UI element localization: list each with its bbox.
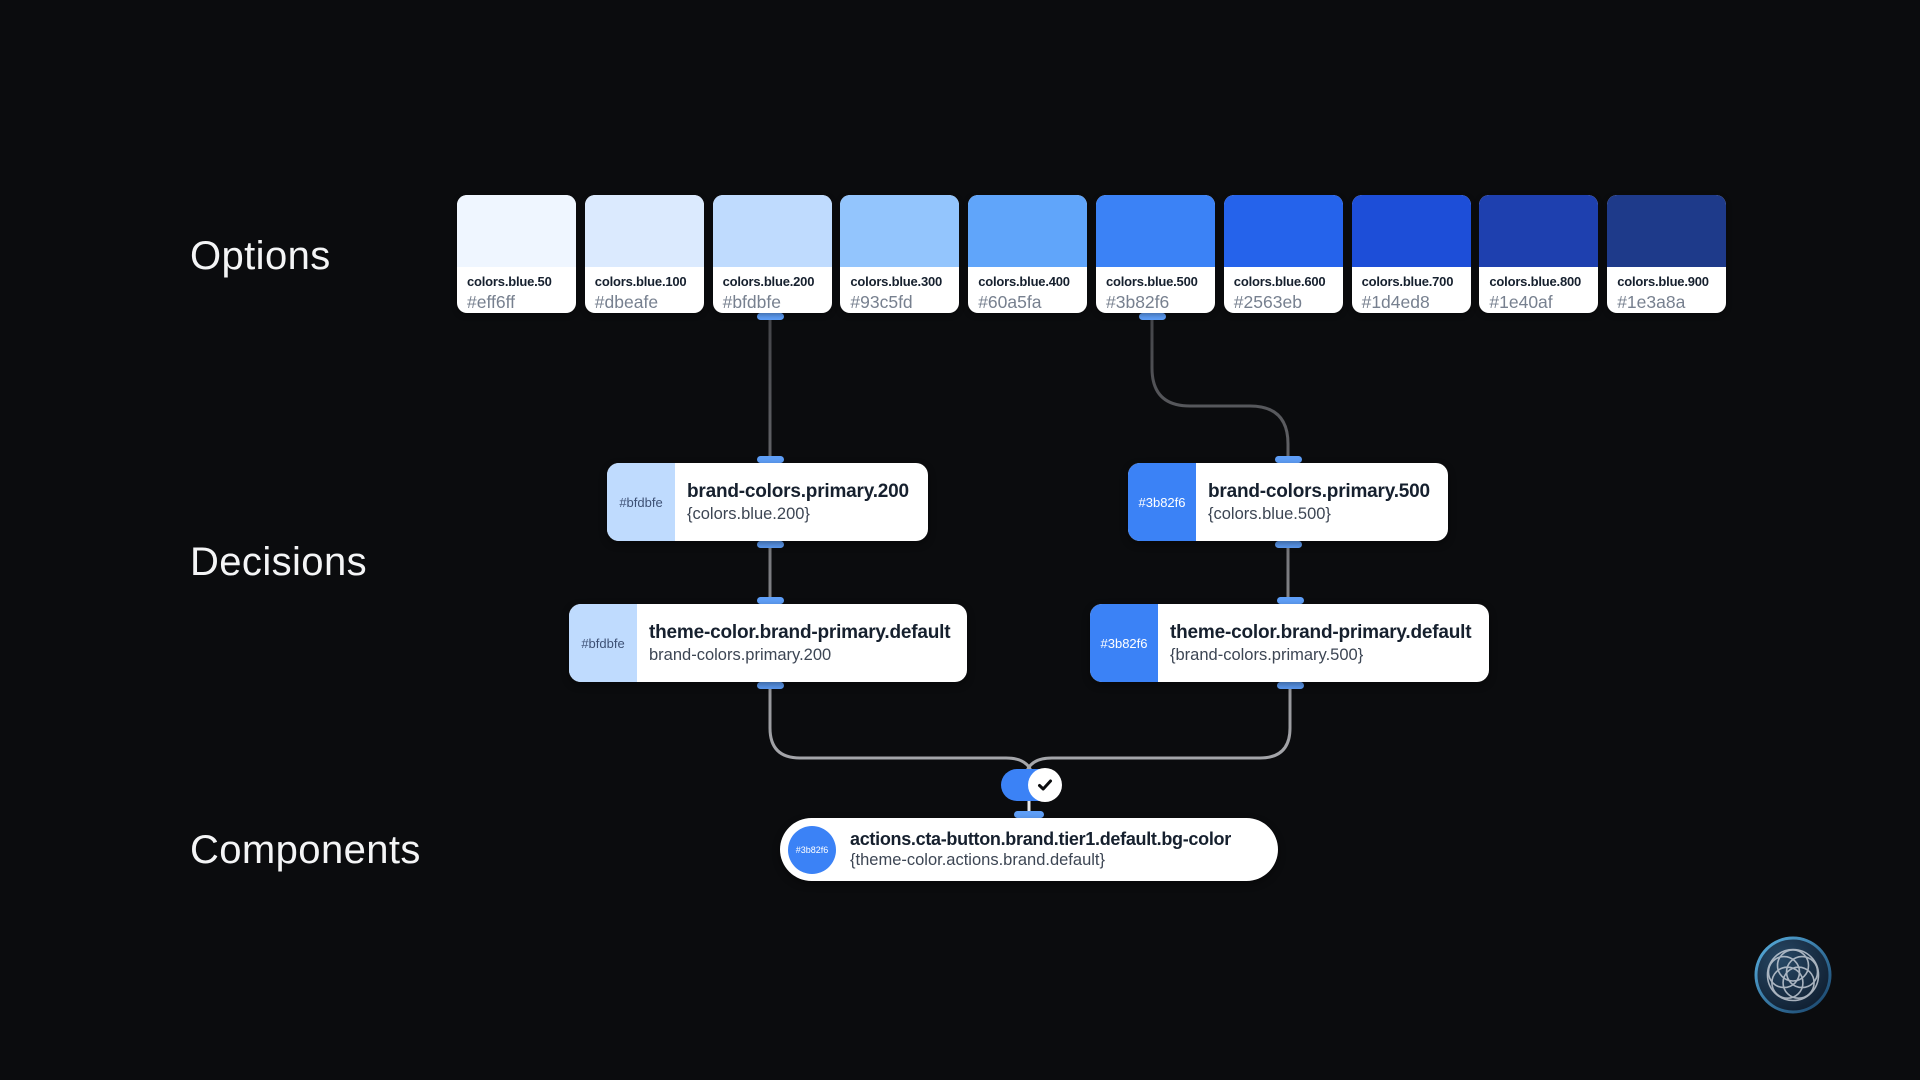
swatch-color-block bbox=[840, 195, 960, 267]
swatch-token-name: colors.blue.500 bbox=[1106, 274, 1198, 289]
component-color-chip: #3b82f6 bbox=[788, 825, 836, 874]
swatch-token-name: colors.blue.100 bbox=[594, 274, 687, 289]
connector-tab bbox=[756, 541, 784, 548]
checkmark-icon bbox=[1038, 779, 1052, 791]
swatch-color-block bbox=[968, 195, 1088, 267]
brand-logo bbox=[1754, 936, 1832, 1014]
swatch-hex-value: #93c5fd bbox=[850, 292, 913, 312]
token-card: #bfdbfe theme-color.brand-primary.defaul… bbox=[569, 604, 967, 682]
approval-toggle bbox=[1001, 768, 1062, 802]
token-color-chip: #3b82f6 bbox=[1128, 463, 1196, 541]
palette-swatch: colors.blue.900 #1e3a8a bbox=[1607, 195, 1727, 313]
connector-tab bbox=[1276, 682, 1304, 689]
connector-tab bbox=[756, 682, 784, 689]
swatch-color-block bbox=[584, 195, 704, 267]
palette-swatch: colors.blue.200 #bfdbfe bbox=[712, 195, 832, 313]
swatch-token-name: colors.blue.800 bbox=[1489, 274, 1582, 289]
token-title: theme-color.brand-primary.default bbox=[1170, 621, 1472, 643]
swatch-hex-value: #1e3a8a bbox=[1617, 292, 1686, 312]
palette-swatch: colors.blue.800 #1e40af bbox=[1479, 195, 1599, 313]
component-chip-hex: #3b82f6 bbox=[795, 844, 829, 855]
swatch-hex-value: #2563eb bbox=[1233, 292, 1302, 312]
component-token-card: #3b82f6 actions.cta-button.brand.tier1.d… bbox=[780, 818, 1278, 881]
token-alias: {brand-colors.primary.500} bbox=[1170, 645, 1364, 664]
palette-swatch: colors.blue.100 #dbeafe bbox=[584, 195, 704, 313]
swatch-hex-value: #60a5fa bbox=[978, 292, 1042, 312]
token-title: brand-colors.primary.200 bbox=[687, 480, 909, 502]
swatch-color-block bbox=[1096, 195, 1215, 267]
connector-tab bbox=[1276, 597, 1304, 604]
decisions-section-label: Decisions bbox=[190, 540, 367, 584]
swatch-color-block bbox=[712, 195, 832, 267]
wire-blue500-to-primary500 bbox=[1150, 316, 1290, 462]
palette-swatch: colors.blue.50 #eff6ff bbox=[457, 195, 576, 313]
palette-swatch: colors.blue.400 #60a5fa bbox=[968, 195, 1088, 313]
swatch-token-name: colors.blue.700 bbox=[1361, 274, 1454, 289]
swatch-hex-value: #eff6ff bbox=[467, 292, 516, 312]
connector-tab bbox=[756, 456, 784, 463]
swatch-hex-value: #dbeafe bbox=[594, 292, 659, 312]
token-card: #bfdbfe brand-colors.primary.200 {colors… bbox=[607, 463, 928, 541]
connector-tab bbox=[756, 597, 784, 604]
swatch-token-name: colors.blue.300 bbox=[850, 274, 943, 289]
logo-rosette-pattern bbox=[1766, 948, 1820, 1002]
connector-tab bbox=[1274, 456, 1302, 463]
token-color-chip: #bfdbfe bbox=[607, 463, 675, 541]
token-card: #3b82f6 brand-colors.primary.500 {colors… bbox=[1128, 463, 1448, 541]
wire-theme-left-to-toggle bbox=[768, 685, 1033, 773]
connector-tab bbox=[1138, 313, 1166, 320]
palette-swatch: colors.blue.300 #93c5fd bbox=[840, 195, 960, 313]
wire-theme-right-to-toggle bbox=[1025, 685, 1292, 773]
swatch-token-name: colors.blue.600 bbox=[1233, 274, 1326, 289]
token-color-chip: #bfdbfe bbox=[569, 604, 637, 682]
swatch-color-block bbox=[457, 195, 576, 267]
token-color-chip: #3b82f6 bbox=[1090, 604, 1158, 682]
connector-tab bbox=[756, 313, 784, 320]
palette-swatch: colors.blue.500 #3b82f6 bbox=[1096, 195, 1215, 313]
components-section-label: Components bbox=[190, 828, 421, 872]
swatch-hex-value: #1d4ed8 bbox=[1361, 292, 1430, 312]
swatch-token-name: colors.blue.400 bbox=[978, 274, 1070, 289]
toggle-knob bbox=[1028, 768, 1062, 802]
swatch-hex-value: #3b82f6 bbox=[1106, 292, 1170, 312]
connector-tab bbox=[1274, 541, 1302, 548]
swatch-token-name: colors.blue.900 bbox=[1617, 274, 1709, 289]
swatch-color-block bbox=[1479, 195, 1599, 267]
swatch-token-name: colors.blue.200 bbox=[722, 274, 815, 289]
component-token-title: actions.cta-button.brand.tier1.default.b… bbox=[850, 829, 1231, 849]
token-card: #3b82f6 theme-color.brand-primary.defaul… bbox=[1090, 604, 1489, 682]
token-alias: {colors.blue.500} bbox=[1208, 504, 1331, 523]
swatch-color-block bbox=[1223, 195, 1343, 267]
swatch-color-block bbox=[1351, 195, 1471, 267]
palette-swatch: colors.blue.700 #1d4ed8 bbox=[1351, 195, 1471, 313]
token-title: brand-colors.primary.500 bbox=[1208, 480, 1430, 502]
component-token-alias: {theme-color.actions.brand.default} bbox=[850, 851, 1106, 869]
token-alias: {colors.blue.200} bbox=[687, 504, 810, 523]
token-title: theme-color.brand-primary.default bbox=[649, 621, 951, 643]
swatch-token-name: colors.blue.50 bbox=[467, 274, 552, 289]
swatch-color-block bbox=[1607, 195, 1727, 267]
options-section-label: Options bbox=[190, 234, 331, 278]
swatch-hex-value: #bfdbfe bbox=[722, 292, 781, 312]
token-alias: brand-colors.primary.200 bbox=[649, 645, 832, 664]
palette-swatch: colors.blue.600 #2563eb bbox=[1223, 195, 1343, 313]
swatch-hex-value: #1e40af bbox=[1489, 292, 1553, 312]
connector-tab bbox=[1014, 811, 1044, 818]
